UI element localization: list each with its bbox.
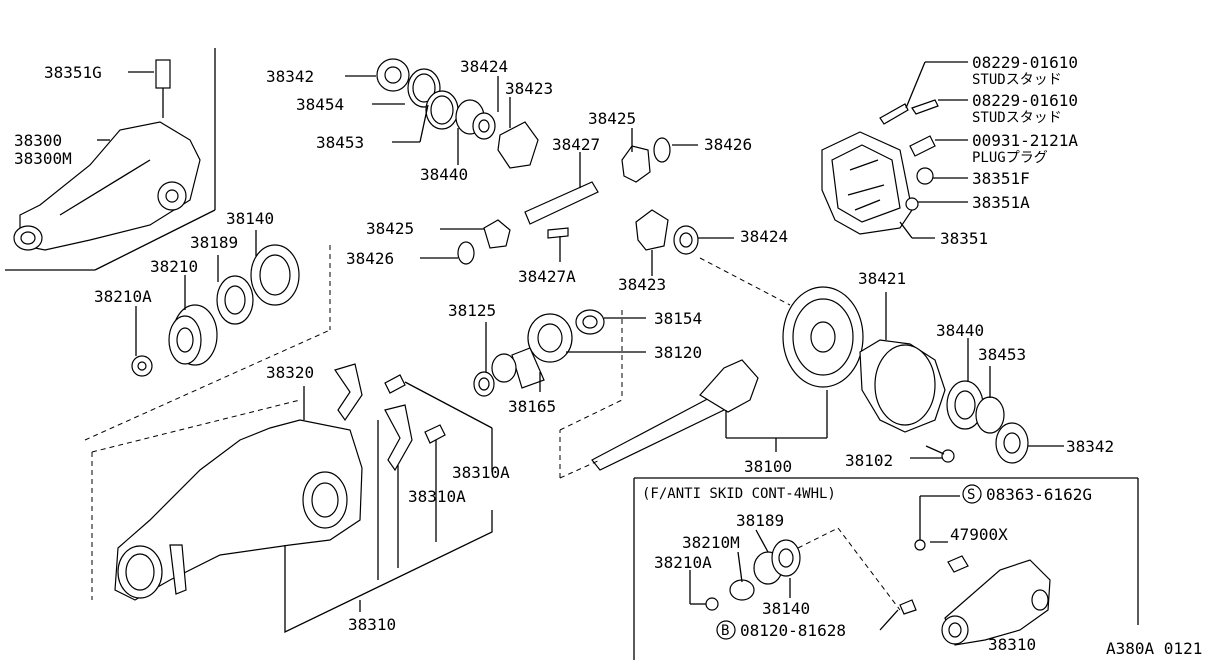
label-38453: 38453	[316, 133, 364, 152]
label-38342: 38342	[266, 67, 314, 86]
label-38440-b: 38440	[936, 321, 984, 340]
side-bearing-group	[84, 244, 331, 441]
label-anti-skid: (F/ANTI SKID CONT-4WHL)	[642, 486, 836, 502]
label-08120: 08120-81628	[740, 621, 846, 640]
label-38210: 38210	[150, 257, 198, 276]
label-38427: 38427	[552, 135, 600, 154]
label-38310: 38310	[348, 615, 396, 634]
s-mark	[962, 484, 982, 504]
ring-gear-case-group	[699, 257, 1029, 464]
leader-lines	[97, 71, 1064, 631]
label-38426: 38426	[704, 135, 752, 154]
label-38210M: 38210M	[682, 533, 740, 552]
part-labels: 38351G 38300 38300M 38342 38454 38453 38…	[14, 53, 1202, 658]
pinion-bearing-group	[473, 309, 605, 397]
label-38427A: 38427A	[518, 267, 576, 286]
label-stud-2-name: STUDスタッド	[972, 110, 1062, 126]
label-38154: 38154	[654, 309, 702, 328]
label-38342-b: 38342	[1066, 437, 1114, 456]
label-38424-b: 38424	[740, 227, 788, 246]
label-38424: 38424	[460, 57, 508, 76]
label-stud-1: 08229-01610	[972, 53, 1078, 72]
differential-assembly-inset	[5, 48, 216, 271]
label-38453-b: 38453	[978, 345, 1026, 364]
rear-housing-group	[91, 363, 493, 634]
label-38423: 38423	[505, 79, 553, 98]
label-stud-1-name: STUDスタッド	[972, 72, 1062, 88]
label-38140: 38140	[226, 209, 274, 228]
label-38351A: 38351A	[972, 193, 1030, 212]
label-38310-b: 38310	[988, 635, 1036, 654]
label-stud-2: 08229-01610	[972, 91, 1078, 110]
b-mark-letter: B	[721, 623, 729, 639]
label-38440: 38440	[420, 165, 468, 184]
side-gear-group	[376, 58, 699, 265]
label-38351F: 38351F	[972, 169, 1030, 188]
label-38140-b: 38140	[762, 599, 810, 618]
label-38210A-b: 38210A	[654, 553, 712, 572]
label-plug: 00931-2121A	[972, 131, 1078, 150]
label-plug-name: PLUGプラグ	[972, 150, 1048, 166]
label-38310A-b: 38310A	[408, 487, 466, 506]
label-38310A: 38310A	[452, 463, 510, 482]
label-38351G: 38351G	[44, 63, 102, 82]
anti-skid-inset	[633, 477, 1139, 660]
label-38120: 38120	[654, 343, 702, 362]
label-38300: 38300	[14, 131, 62, 150]
label-38421: 38421	[858, 269, 906, 288]
label-38125: 38125	[448, 301, 496, 320]
label-38300M: 38300M	[14, 149, 72, 168]
label-38454: 38454	[296, 95, 344, 114]
label-38320: 38320	[266, 363, 314, 382]
label-38165: 38165	[508, 397, 556, 416]
label-38426-b: 38426	[346, 249, 394, 268]
label-38210A: 38210A	[94, 287, 152, 306]
s-mark-letter: S	[967, 487, 975, 503]
b-mark	[716, 620, 736, 640]
label-38425-b: 38425	[366, 219, 414, 238]
label-38102: 38102	[845, 451, 893, 470]
label-38423-b: 38423	[618, 275, 666, 294]
label-38100: 38100	[744, 457, 792, 476]
label-38189: 38189	[190, 233, 238, 252]
drive-pinion-group	[559, 310, 828, 479]
diagram-code: A380A 0121	[1106, 639, 1202, 658]
label-38425: 38425	[588, 109, 636, 128]
label-38351: 38351	[940, 229, 988, 248]
label-47900X: 47900X	[950, 525, 1008, 544]
label-08363: 08363-6162G	[986, 485, 1092, 504]
label-38189-b: 38189	[736, 511, 784, 530]
rear-cover-group	[821, 61, 968, 239]
